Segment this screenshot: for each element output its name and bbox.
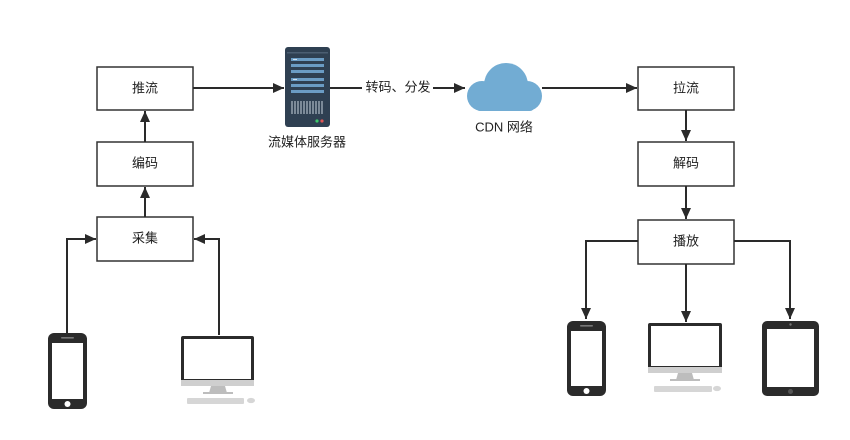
tablet-icon xyxy=(762,321,819,396)
desktop-monitor-icon xyxy=(181,336,255,404)
phone-icon xyxy=(567,321,606,396)
edge-label-transcode-distribute: 转码、分发 xyxy=(365,79,430,94)
box-push: 推流 xyxy=(96,66,194,111)
box-decode-label: 解码 xyxy=(673,155,699,170)
box-encode-label: 编码 xyxy=(132,155,158,170)
desktop-monitor-icon xyxy=(648,323,722,392)
arrow-play-to-phone xyxy=(581,240,638,319)
phone-icon xyxy=(48,333,87,409)
box-pull-label: 拉流 xyxy=(673,80,699,95)
arrow-phone-to-capture xyxy=(66,234,96,333)
server-icon xyxy=(285,47,330,127)
box-push-label: 推流 xyxy=(132,80,158,95)
cloud-icon xyxy=(467,63,542,111)
box-play-label: 播放 xyxy=(673,233,699,248)
box-pull: 拉流 xyxy=(637,66,735,111)
box-decode: 解码 xyxy=(637,141,735,187)
box-play: 播放 xyxy=(637,219,735,265)
cdn-label: CDN 网络 xyxy=(475,119,533,134)
arrow-play-to-tablet xyxy=(734,240,795,319)
box-encode: 编码 xyxy=(96,141,194,187)
box-capture-label: 采集 xyxy=(132,230,158,245)
box-capture: 采集 xyxy=(96,216,194,262)
server-label: 流媒体服务器 xyxy=(268,134,346,149)
arrow-monitor-to-capture xyxy=(194,234,220,335)
